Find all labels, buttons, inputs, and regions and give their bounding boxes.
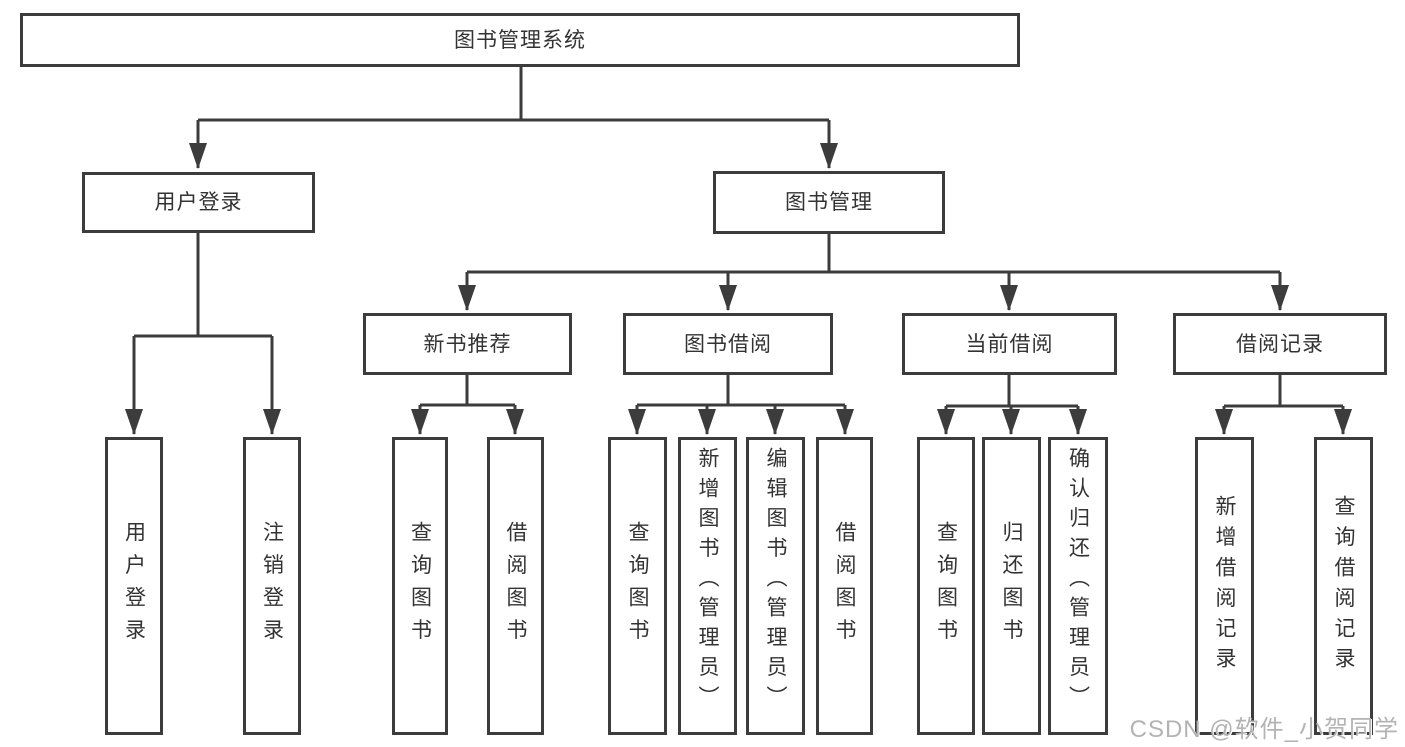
leaf-logout: 注销登录 (243, 437, 301, 735)
leaf-borrow-borrow-books: 借阅图书 (816, 437, 873, 735)
leaf-records-add-record: 新增借阅记录 (1195, 437, 1254, 735)
leaf-recommend-query-books: 查询图书 (392, 437, 448, 735)
node-root: 图书管理系统 (20, 13, 1020, 67)
leaf-user-login: 用户登录 (105, 437, 163, 735)
node-borrow-records: 借阅记录 (1173, 313, 1387, 375)
leaf-borrow-edit-books-admin: 编辑图书（管理员） (746, 437, 805, 735)
node-new-book-recommend: 新书推荐 (363, 313, 572, 375)
leaf-current-query-books: 查询图书 (917, 437, 975, 735)
leaf-records-query-record: 查询借阅记录 (1314, 437, 1373, 735)
leaf-recommend-borrow-books: 借阅图书 (487, 437, 544, 735)
node-book-borrow: 图书借阅 (623, 313, 833, 375)
csdn-watermark: CSDN @软件_小贺同学 (1129, 716, 1399, 743)
leaf-current-confirm-return-admin: 确认归还（管理员） (1048, 437, 1108, 735)
node-user-login: 用户登录 (82, 172, 315, 233)
node-current-borrow: 当前借阅 (902, 313, 1117, 375)
leaf-borrow-query-books: 查询图书 (608, 437, 667, 735)
leaf-current-return-books: 归还图书 (982, 437, 1041, 735)
node-book-management: 图书管理 (713, 171, 945, 234)
leaf-borrow-add-books-admin: 新增图书（管理员） (678, 437, 737, 735)
